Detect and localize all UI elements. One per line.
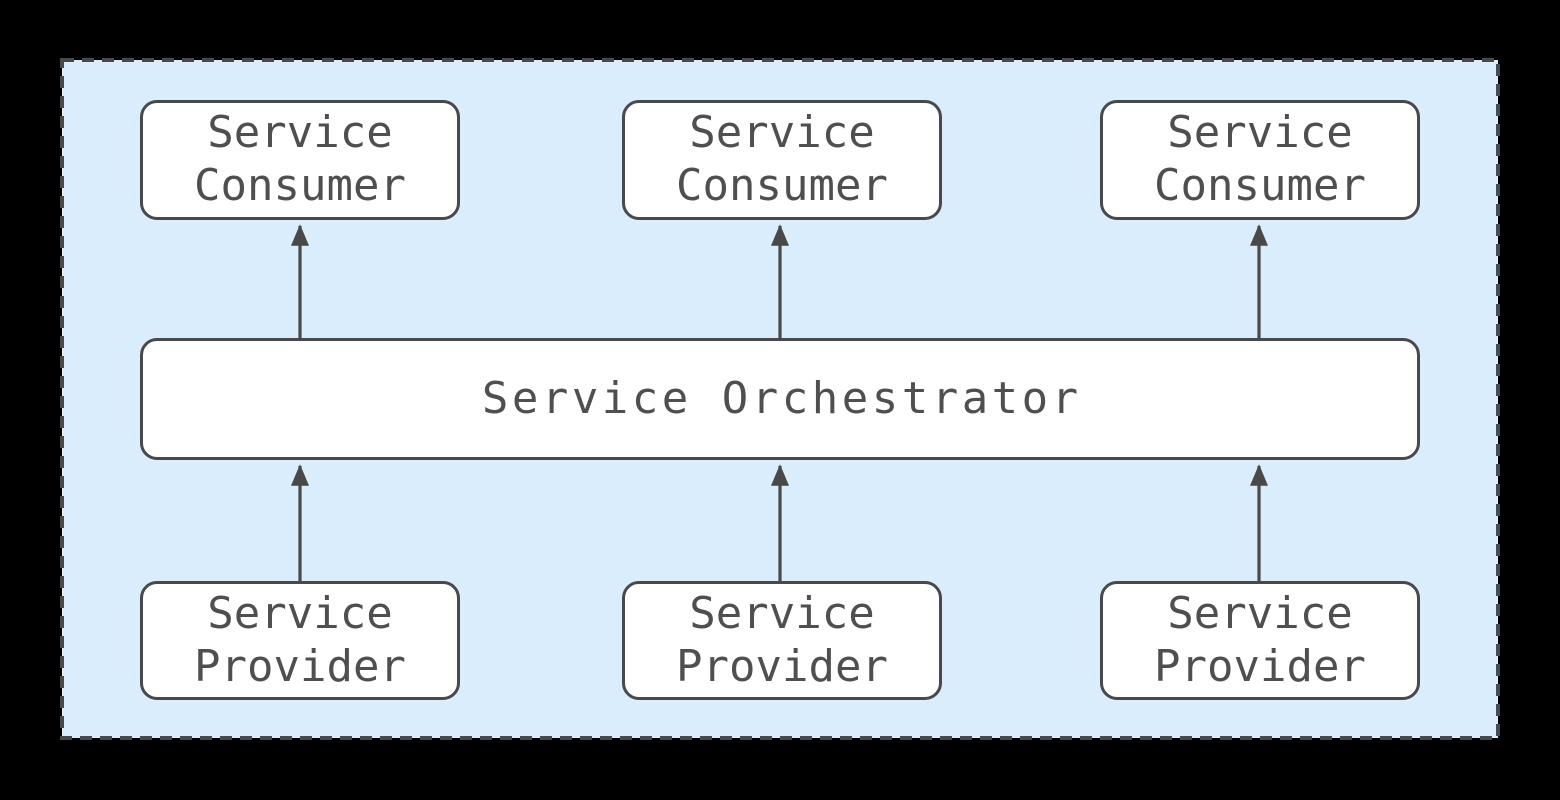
node-label: Service Orchestrator	[481, 372, 1082, 424]
node-label: Service Consumer	[1154, 107, 1366, 211]
node-service-provider-3: Service Provider	[1100, 581, 1420, 700]
node-service-consumer-2: Service Consumer	[622, 100, 942, 220]
node-service-provider-2: Service Provider	[622, 581, 942, 700]
node-label: Service Consumer	[194, 107, 406, 211]
node-label: Service Provider	[1154, 587, 1366, 692]
node-label: Service Consumer	[676, 107, 888, 211]
node-service-consumer-1: Service Consumer	[140, 100, 460, 220]
node-label: Service Provider	[194, 587, 406, 692]
node-service-orchestrator: Service Orchestrator	[140, 338, 1420, 460]
node-service-consumer-3: Service Consumer	[1100, 100, 1420, 220]
node-service-provider-1: Service Provider	[140, 581, 460, 700]
node-label: Service Provider	[676, 587, 888, 692]
